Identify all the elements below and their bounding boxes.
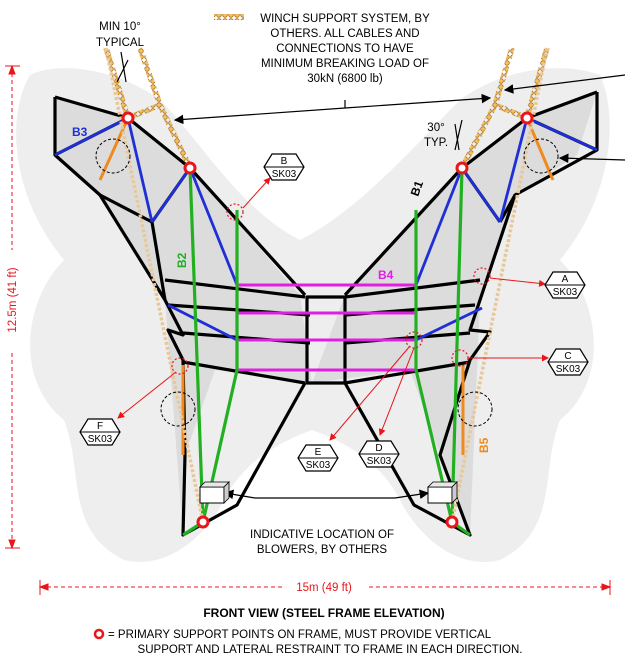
- svg-text:SK03: SK03: [272, 169, 297, 180]
- primary-support-points: [121, 111, 534, 529]
- min-angle-note-line1: MIN 10°: [99, 21, 141, 33]
- support-point: [121, 111, 135, 125]
- detail-callout-e: E SK03: [297, 444, 339, 472]
- member-label-b3: B3: [72, 125, 88, 139]
- svg-text:D: D: [375, 443, 382, 454]
- winch-note-line5: 30kN (6800 lb): [307, 73, 383, 85]
- winch-cables-faded: [104, 47, 549, 523]
- support-point: [445, 515, 459, 529]
- support-point: [183, 161, 197, 175]
- support-point-legend-icon: [93, 628, 105, 640]
- detail-callout-d: D SK03: [358, 440, 400, 468]
- blower-left: [199, 481, 230, 504]
- winch-note-line3: CONNECTIONS TO HAVE: [276, 43, 414, 55]
- height-dimension-label: 12.5m (41 ft): [7, 267, 19, 332]
- drawing-title: FRONT VIEW (STEEL FRAME ELEVATION): [203, 606, 444, 620]
- note-pointers: [116, 51, 625, 500]
- member-label-b1: B1: [408, 179, 427, 199]
- detail-callout-f: F SK03: [79, 418, 121, 446]
- members-b4-magenta: [237, 283, 416, 372]
- member-label-b5: B5: [477, 437, 491, 453]
- support-point: [196, 515, 210, 529]
- width-dimension: [38, 580, 612, 595]
- svg-text:A: A: [562, 274, 569, 285]
- support-point: [520, 111, 534, 125]
- detail-leaders: [117, 177, 549, 441]
- legend-line2: SUPPORT AND LATERAL RESTRAINT TO FRAME I…: [138, 644, 523, 656]
- angle-note-line1: 30°: [427, 122, 444, 134]
- svg-text:E: E: [315, 447, 322, 458]
- angle-note-line2: TYP.: [424, 137, 448, 149]
- support-point: [455, 161, 469, 175]
- svg-text:SK03: SK03: [553, 287, 578, 298]
- detail-callout-b: B SK03: [263, 153, 305, 181]
- blowers-note-line2: BLOWERS, BY OTHERS: [257, 544, 387, 556]
- min-angle-note-line2: TYPICAL: [96, 37, 145, 49]
- member-label-b4: B4: [378, 268, 394, 282]
- winch-note-line1: WINCH SUPPORT SYSTEM, BY: [260, 13, 430, 25]
- svg-text:C: C: [564, 351, 571, 362]
- legend-line1: = PRIMARY SUPPORT POINTS ON FRAME, MUST …: [108, 629, 492, 641]
- members-b3-blue: [54, 116, 598, 342]
- blower-right: [427, 481, 458, 504]
- svg-text:SK03: SK03: [88, 434, 113, 445]
- detail-circles-dashed: [95, 138, 559, 427]
- svg-text:SK03: SK03: [306, 460, 331, 471]
- winch-note-line2: OTHERS. ALL CABLES AND: [270, 28, 419, 40]
- detail-callout-a: A SK03: [544, 271, 586, 299]
- width-dimension-label: 15m (49 ft): [296, 582, 352, 594]
- svg-text:SK03: SK03: [556, 364, 581, 375]
- svg-text:SK03: SK03: [367, 456, 392, 467]
- svg-text:F: F: [97, 421, 103, 432]
- winch-note-line4: MINIMUM BREAKING LOAD OF: [261, 58, 429, 70]
- detail-callout-c: C SK03: [547, 348, 589, 376]
- member-label-b2: B2: [175, 252, 189, 268]
- svg-text:B: B: [281, 156, 288, 167]
- blowers-note-line1: INDICATIVE LOCATION OF: [250, 529, 394, 541]
